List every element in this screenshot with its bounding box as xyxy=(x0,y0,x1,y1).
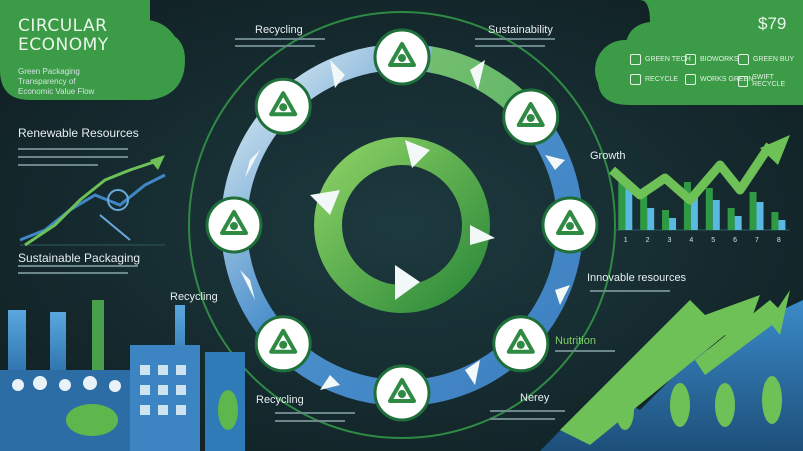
growth-bar xyxy=(778,220,786,230)
arrow-head-icon xyxy=(760,135,790,165)
legend-item: WORKS GREEN xyxy=(685,74,753,85)
cycle-node xyxy=(254,315,312,373)
bin-icon xyxy=(556,210,584,235)
x-tick-label: 7 xyxy=(755,237,759,244)
label-renewable: Renewable Resources xyxy=(18,126,139,140)
growth-bar xyxy=(662,210,670,230)
label-packaging: Sustainable Packaging xyxy=(18,251,141,265)
leaf-icon xyxy=(630,54,641,65)
recycle-icon xyxy=(388,42,416,67)
growth-bar xyxy=(756,202,764,230)
cycle-nodes xyxy=(205,28,599,422)
ring-arrows xyxy=(240,60,570,390)
legend-cloud xyxy=(595,0,803,105)
x-tick-label: 4 xyxy=(689,237,693,244)
cycle-node xyxy=(205,196,263,254)
legend-item: RECYCLE xyxy=(630,74,678,85)
x-tick-label: 8 xyxy=(777,237,781,244)
subtitle-line-2: Transparency of xyxy=(18,77,76,86)
cycle-node xyxy=(254,77,312,135)
price-tag: $79 xyxy=(758,14,787,33)
cart-icon xyxy=(738,54,749,65)
growth-bar xyxy=(618,175,626,230)
x-tick-label: 3 xyxy=(668,237,672,244)
inner-ring-arrows xyxy=(310,140,495,300)
legend-item: SWIFT RECYCLE xyxy=(738,74,803,88)
title-line-2: ECONOMY xyxy=(18,35,109,55)
growth-bar xyxy=(647,208,655,230)
growth-bar xyxy=(690,194,698,230)
decorative-text-lines xyxy=(18,38,670,422)
subtitle-line-3: Economic Value Flow xyxy=(18,87,95,96)
label-nerey: Nerey xyxy=(520,392,550,404)
ring-arrow xyxy=(320,375,340,390)
bolt-icon xyxy=(738,75,749,87)
growth-chart: 1 2 3 4 5 6 7 8 xyxy=(609,135,790,244)
ring-arrow xyxy=(470,60,485,90)
cycle-node xyxy=(502,88,560,146)
label-innovable: Innovable resources xyxy=(587,272,687,284)
growth-trend-arrow xyxy=(609,142,774,205)
x-tick-label: 2 xyxy=(646,237,650,244)
growth-bar xyxy=(727,208,735,230)
growth-bar xyxy=(705,188,713,230)
growth-bar xyxy=(683,182,691,230)
title-cloud xyxy=(0,0,185,100)
recycle-icon xyxy=(269,91,298,117)
label-recycling-mid: Recycling xyxy=(170,291,218,303)
cycle-node xyxy=(373,364,431,422)
ring-arrow xyxy=(240,270,255,300)
growth-bar xyxy=(734,216,742,230)
growth-bar xyxy=(771,212,779,230)
gear-icon xyxy=(685,74,696,85)
label-growth: Growth xyxy=(590,150,626,162)
legend-item: GREEN BUY xyxy=(738,54,794,65)
x-tick-label: 6 xyxy=(733,237,737,244)
cycle-node xyxy=(541,196,599,254)
factory xyxy=(0,300,245,451)
ring-arrow xyxy=(465,360,480,385)
subtitle-line-1: Green Packaging xyxy=(18,67,80,76)
growth-bar xyxy=(749,192,757,230)
label-recycling-top: Recycling xyxy=(255,24,303,36)
renewable-chart xyxy=(19,155,166,247)
recycle-icon xyxy=(269,328,298,354)
recycle-leaf-icon xyxy=(506,328,535,354)
growth-bar xyxy=(625,188,633,230)
x-tick-label: 5 xyxy=(711,237,715,244)
label-recycling-bottom: Recycling xyxy=(256,394,304,406)
house-leaf-icon xyxy=(220,210,248,235)
x-tick-label: 1 xyxy=(624,237,628,244)
bottom-right-scene xyxy=(540,290,803,451)
cycle-node xyxy=(373,28,431,86)
recycle-icon xyxy=(685,54,696,65)
growth-bar xyxy=(712,200,720,230)
label-sustainability: Sustainability xyxy=(488,24,553,36)
label-nutrition: Nutrition xyxy=(555,335,596,347)
legend-item: GREEN TECH xyxy=(630,54,691,65)
ring-arrow xyxy=(330,60,345,88)
cycle-node xyxy=(492,315,550,373)
inner-ring xyxy=(314,137,490,313)
legend-item: BIOWORKS xyxy=(685,54,739,65)
title-line-1: CIRCULAR xyxy=(18,16,108,36)
ring-arrow xyxy=(245,150,260,178)
recycled-products-icon xyxy=(516,102,545,128)
ring-arrow xyxy=(545,155,565,170)
ring-arrow xyxy=(555,285,570,305)
loop-icon xyxy=(630,74,641,85)
growth-bar xyxy=(640,195,648,230)
outer-circle xyxy=(188,11,616,439)
battery-icon xyxy=(388,378,416,403)
growth-bar xyxy=(669,218,677,230)
